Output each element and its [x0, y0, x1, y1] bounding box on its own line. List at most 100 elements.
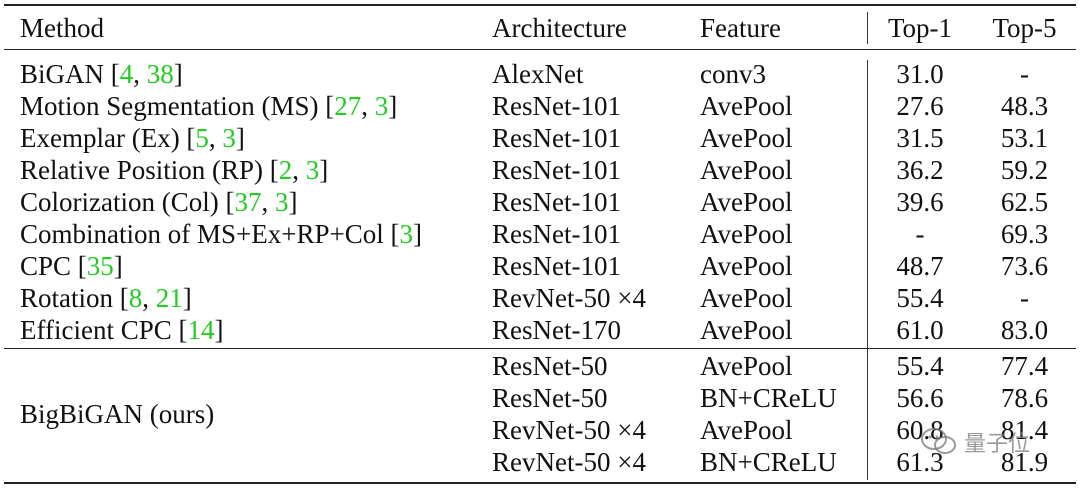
header-architecture: Architecture	[492, 13, 627, 43]
ours-feature-cell: AvePool	[700, 351, 793, 381]
architecture-cell: ResNet-101	[492, 91, 621, 121]
citation-close: ]	[214, 315, 224, 345]
citation-close: ]	[235, 123, 245, 153]
top5-cell: 69.3	[1000, 219, 1049, 249]
ours-method-label: BigBiGAN (ours)	[20, 399, 215, 429]
ours-top1-cell: 56.6	[896, 383, 944, 413]
feature-cell: AvePool	[700, 91, 793, 121]
citation-close: ]	[288, 187, 298, 217]
top5-cell: 53.1	[1000, 123, 1049, 153]
citation-link[interactable]: 27	[334, 91, 362, 121]
citation-separator: ,	[261, 187, 275, 217]
header-top5: Top-5	[992, 13, 1057, 43]
ours-top5-cell: 81.4	[1000, 415, 1049, 445]
method-cell: Rotation [8, 21]	[20, 282, 192, 314]
architecture-cell: ResNet-170	[492, 315, 621, 345]
top1-cell: 55.4	[896, 283, 944, 313]
citation-link[interactable]: 37	[234, 187, 262, 217]
feature-cell: AvePool	[700, 251, 793, 281]
method-cell: Combination of MS+Ex+RP+Col [3]	[20, 218, 422, 250]
header-method: Method	[20, 13, 104, 43]
wechat-icon	[920, 427, 958, 457]
citation-link[interactable]: 14	[187, 315, 215, 345]
ours-top5-cell: 81.9	[1000, 447, 1049, 477]
watermark: 量子位	[920, 420, 1030, 464]
ours-feature-cell: AvePool	[700, 415, 793, 445]
top5-cell: 83.0	[1000, 315, 1049, 345]
top1-cell: 31.0	[896, 59, 944, 89]
ours-feature-cell: BN+CReLU	[700, 383, 837, 413]
citation-link[interactable]: 3	[222, 123, 236, 153]
feature-cell: AvePool	[700, 187, 793, 217]
body-column-divider	[867, 60, 868, 480]
method-cell: CPC [35]	[20, 250, 123, 282]
architecture-cell: ResNet-101	[492, 123, 621, 153]
bottom-rule	[4, 482, 1076, 484]
citation-link[interactable]: 5	[195, 123, 209, 153]
citation-separator: ,	[361, 91, 375, 121]
citation-link[interactable]: 35	[86, 251, 114, 281]
method-name: Efficient CPC [	[20, 315, 188, 345]
architecture-cell: ResNet-101	[492, 187, 621, 217]
ours-architecture-cell: RevNet-50 ×4	[492, 447, 646, 477]
citation-link[interactable]: 3	[399, 219, 413, 249]
architecture-cell: RevNet-50 ×4	[492, 283, 646, 313]
method-cell: Efficient CPC [14]	[20, 314, 223, 346]
feature-cell: AvePool	[700, 283, 793, 313]
method-name: Exemplar (Ex) [	[20, 123, 196, 153]
method-cell: Colorization (Col) [37, 3]	[20, 186, 297, 218]
citation-close: ]	[182, 283, 192, 313]
citation-close: ]	[113, 251, 123, 281]
top5-cell: 62.5	[1000, 187, 1049, 217]
citation-separator: ,	[142, 283, 156, 313]
architecture-cell: ResNet-101	[492, 251, 621, 281]
citation-close: ]	[388, 91, 398, 121]
top5-cell: 59.2	[1000, 155, 1049, 185]
method-name: CPC [	[20, 251, 87, 281]
citation-link[interactable]: 38	[146, 59, 174, 89]
ours-architecture-cell: ResNet-50	[492, 383, 608, 413]
citation-link[interactable]: 8	[128, 283, 143, 313]
header-feature: Feature	[700, 13, 781, 43]
ours-top1-cell: 61.3	[896, 447, 944, 477]
feature-cell: conv3	[700, 59, 766, 89]
method-cell: Relative Position (RP) [2, 3]	[20, 154, 328, 186]
top5-cell: 48.3	[1000, 91, 1049, 121]
top5-cell: -	[1020, 283, 1029, 313]
citation-link[interactable]: 4	[119, 59, 134, 89]
header-rule	[4, 49, 1076, 50]
ours-top5-cell: 77.4	[1000, 351, 1049, 381]
ours-architecture-cell: ResNet-50	[492, 351, 608, 381]
ours-feature-cell: BN+CReLU	[700, 447, 837, 477]
citation-link[interactable]: 3	[305, 155, 320, 185]
top1-cell: 48.7	[896, 251, 944, 281]
architecture-cell: ResNet-101	[492, 219, 621, 249]
citation-link[interactable]: 3	[274, 187, 289, 217]
citation-separator: ,	[133, 59, 147, 89]
top1-cell: 31.5	[896, 123, 944, 153]
watermark-text: 量子位	[964, 432, 1031, 457]
ours-top5-cell: 78.6	[1000, 383, 1049, 413]
citation-separator: ,	[208, 123, 223, 153]
method-name: Rotation [	[20, 283, 129, 313]
method-name: BiGAN [	[20, 59, 120, 89]
method-name: Combination of MS+Ex+RP+Col [	[20, 219, 400, 249]
top-rule	[4, 4, 1076, 6]
method-cell: Exemplar (Ex) [5, 3]	[20, 122, 245, 154]
method-name: Relative Position (RP) [	[20, 155, 279, 185]
citation-link[interactable]: 2	[278, 155, 293, 185]
ours-architecture-cell: RevNet-50 ×4	[492, 415, 646, 445]
method-cell: BiGAN [4, 38]	[20, 58, 183, 90]
feature-cell: AvePool	[700, 315, 793, 345]
citation-close: ]	[173, 59, 183, 89]
top1-cell: 27.6	[896, 91, 944, 121]
top5-cell: 73.6	[1000, 251, 1049, 281]
method-cell: Motion Segmentation (MS) [27, 3]	[20, 90, 397, 122]
header-top1: Top-1	[887, 13, 953, 43]
feature-cell: AvePool	[700, 155, 793, 185]
method-name: Motion Segmentation (MS) [	[20, 91, 335, 121]
citation-link[interactable]: 3	[374, 91, 389, 121]
citation-link[interactable]: 21	[155, 283, 183, 313]
architecture-cell: AlexNet	[492, 59, 584, 89]
feature-cell: AvePool	[700, 123, 793, 153]
